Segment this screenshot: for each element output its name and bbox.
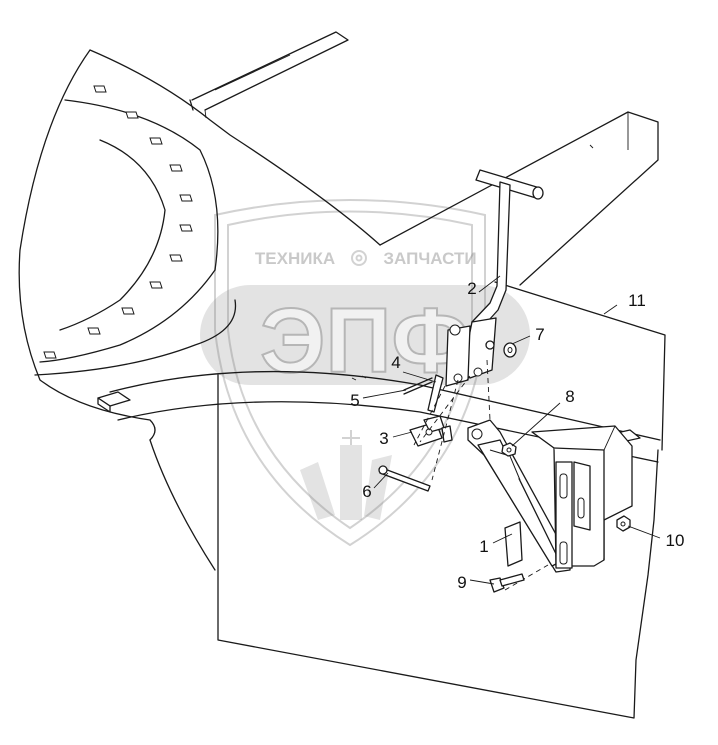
clevis-3 bbox=[409, 415, 453, 447]
callout-4: 4 bbox=[391, 353, 400, 372]
nut-10 bbox=[616, 515, 631, 532]
watermark-wheat bbox=[300, 430, 392, 520]
watermark-text-left: ТЕХНИКА bbox=[255, 249, 335, 268]
pin-4 bbox=[427, 374, 444, 413]
watermark-shield-outline bbox=[214, 199, 486, 547]
callout-9: 9 bbox=[457, 573, 466, 592]
bolt-9 bbox=[489, 573, 525, 593]
callout-6: 6 bbox=[362, 482, 371, 501]
rod-6 bbox=[378, 465, 431, 492]
callout-1: 1 bbox=[479, 537, 488, 556]
callout-7: 7 bbox=[535, 325, 544, 344]
watermark-text-right: ЗАПЧАСТИ bbox=[383, 249, 476, 268]
watermark: ТЕХНИКА ЗАПЧАСТИ ЭПФ bbox=[200, 199, 530, 547]
watermark-shield-inner bbox=[227, 210, 473, 530]
header-housing bbox=[18, 49, 381, 571]
gear-icon bbox=[351, 250, 367, 266]
nut-8 bbox=[501, 442, 517, 457]
callout-11: 11 bbox=[628, 291, 646, 310]
assembly-line-c bbox=[431, 359, 491, 481]
leader-lines bbox=[362, 275, 661, 585]
cotter-pin-5 bbox=[403, 377, 433, 395]
assembly-line-a bbox=[419, 375, 471, 443]
callout-3: 3 bbox=[379, 429, 388, 448]
callout-labels: 2 7 4 5 3 6 8 1 9 10 11 bbox=[350, 279, 684, 592]
callout-2: 2 bbox=[467, 279, 476, 298]
callout-10: 10 bbox=[666, 531, 685, 550]
callout-5: 5 bbox=[350, 391, 359, 410]
watermark-logo-letters: ЭПФ bbox=[260, 290, 470, 392]
mounting-box bbox=[531, 425, 633, 569]
assembly-line-b bbox=[413, 385, 446, 446]
callout-8: 8 bbox=[565, 387, 574, 406]
washer-7 bbox=[503, 342, 517, 358]
bracket-1 bbox=[467, 419, 571, 573]
bolt-slots bbox=[43, 85, 193, 359]
